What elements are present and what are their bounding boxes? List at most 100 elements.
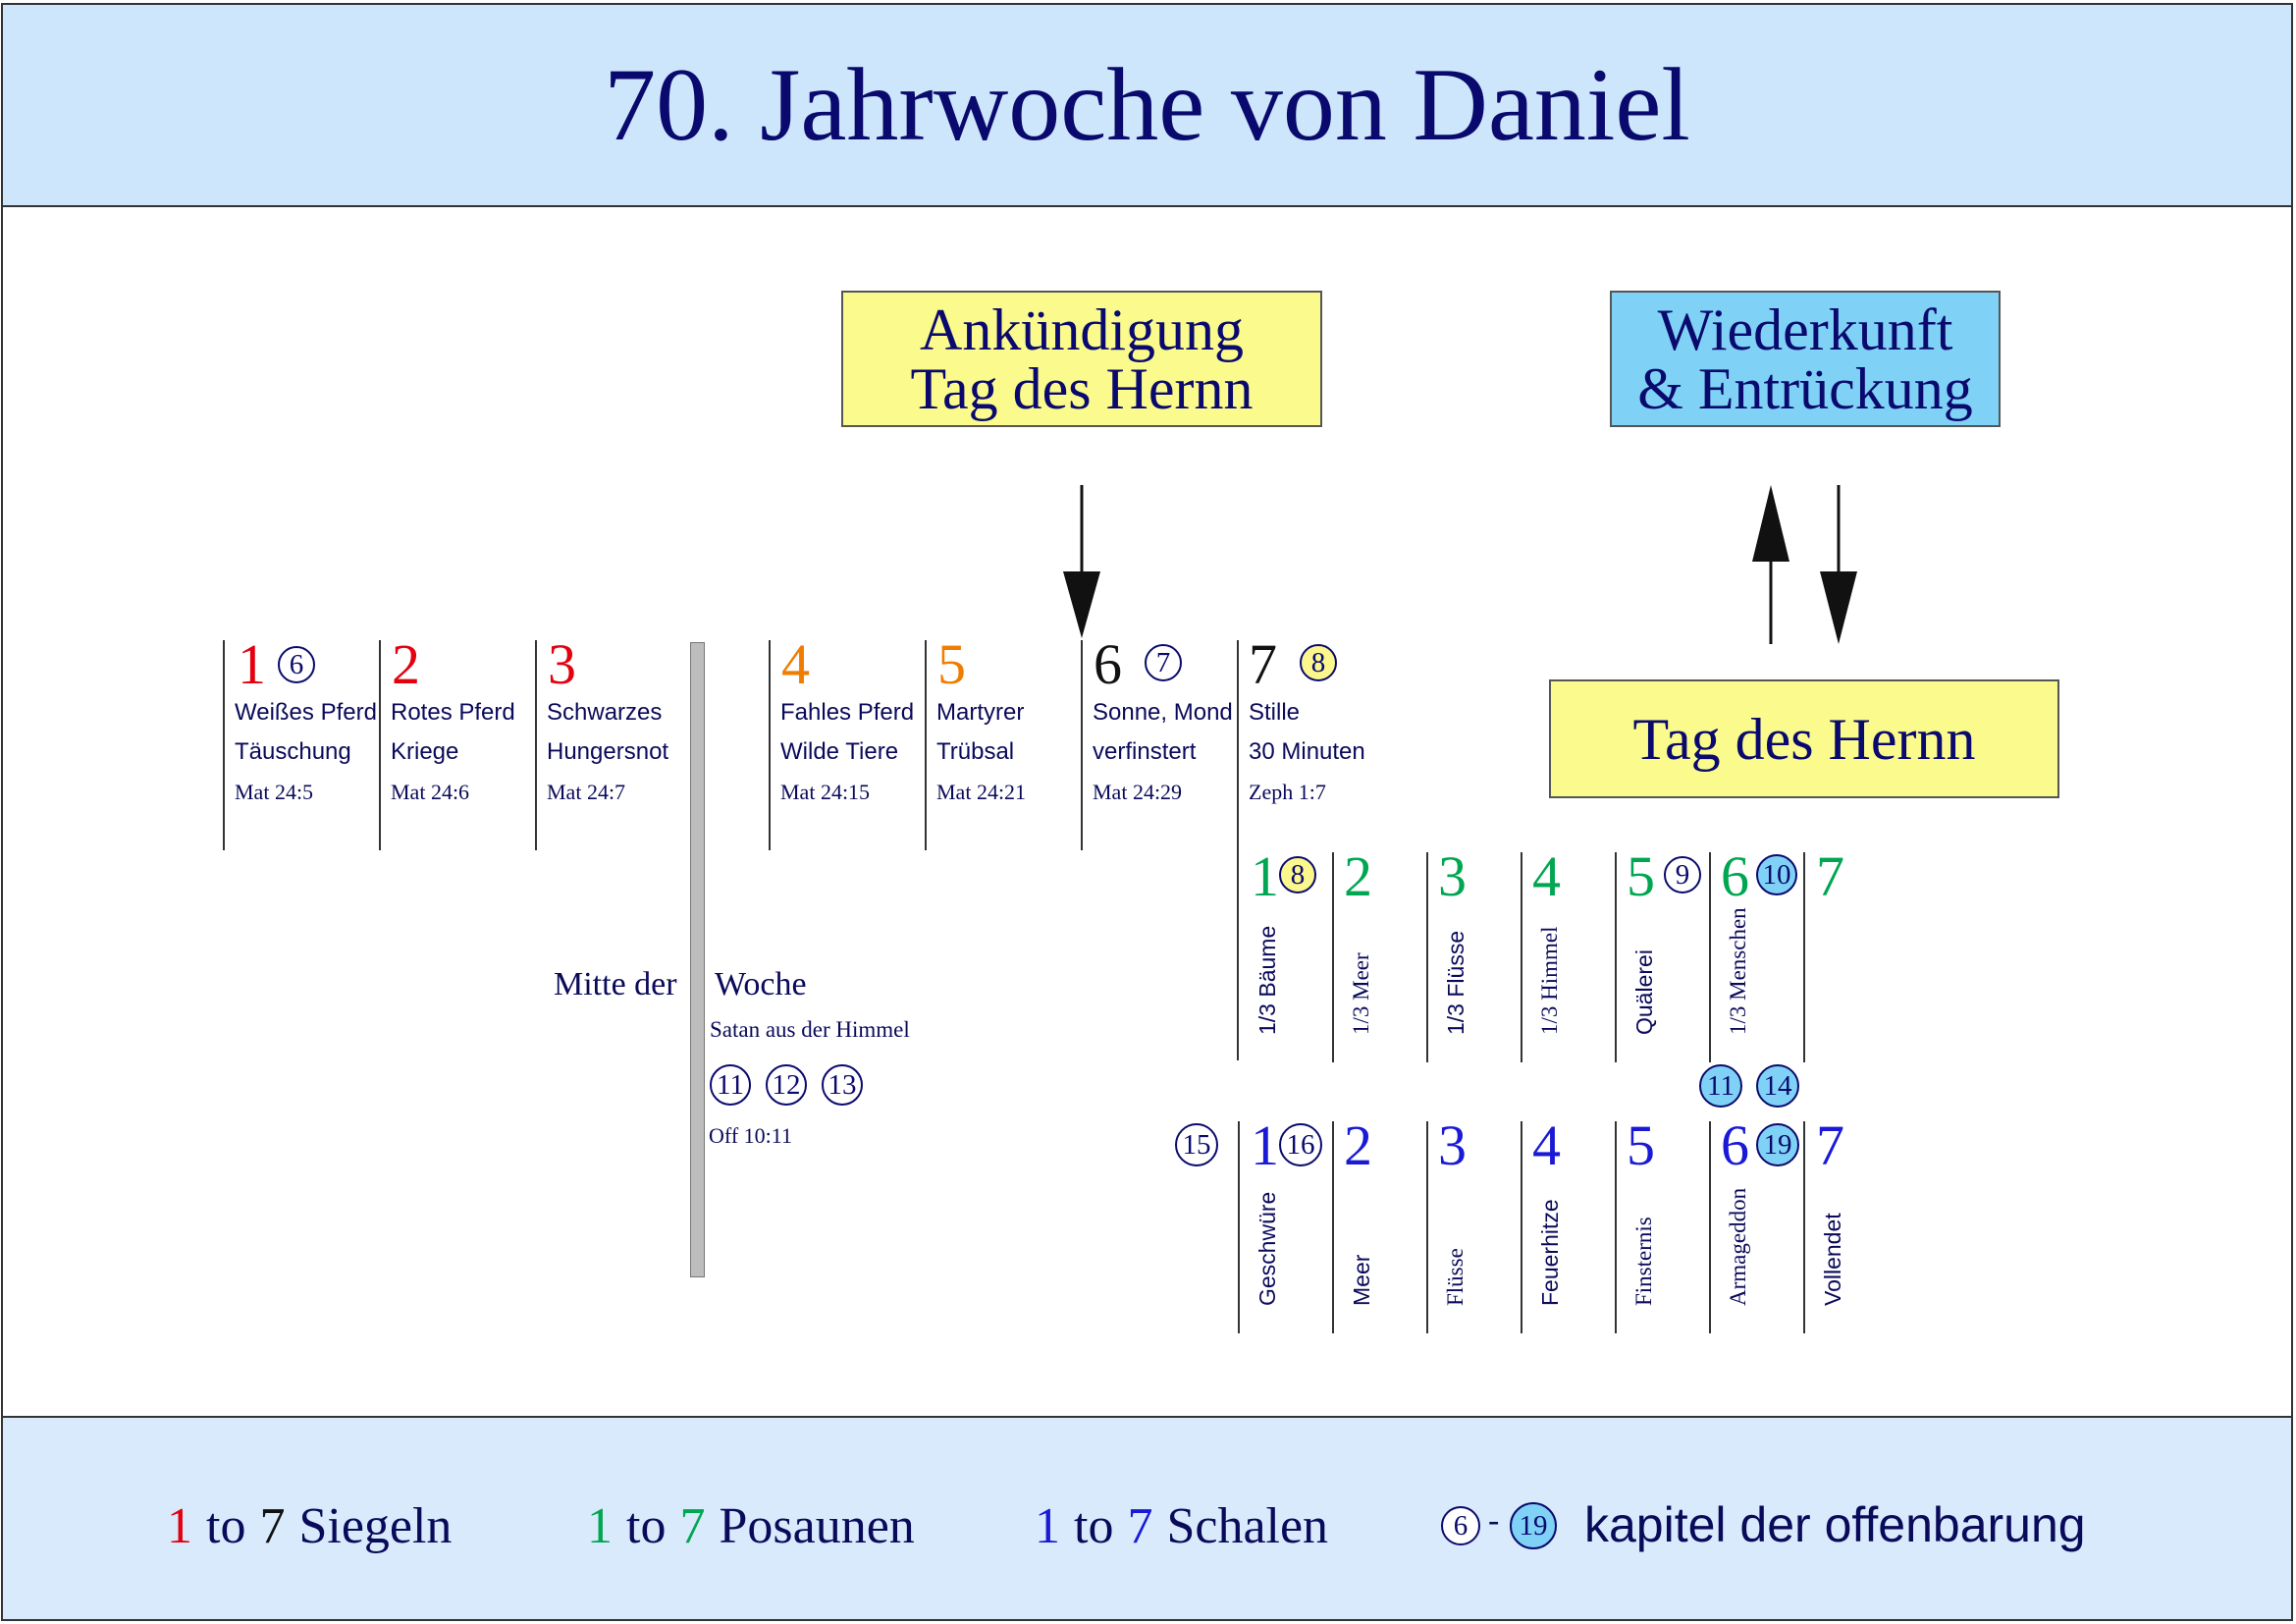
seal-line-7 — [1237, 640, 1239, 1060]
bowl-number-4: 4 — [1532, 1113, 1561, 1177]
legend-siegeln-from: 1 — [167, 1498, 192, 1554]
legend-posaunen-from: 1 — [587, 1498, 613, 1554]
seal-3-line1: Schwarzes — [547, 699, 663, 726]
bowl-4-label: Feuerhitze — [1537, 1199, 1563, 1306]
legend-circle-19: 19 — [1510, 1502, 1557, 1549]
extra-circle-14: 14 — [1756, 1064, 1799, 1108]
seal-6-line1: Sonne, Mond — [1093, 699, 1233, 726]
seal-5-ref: Mat 24:21 — [936, 780, 1027, 804]
seal-line-1 — [223, 640, 225, 850]
chapter-circle-11: 11 — [710, 1064, 751, 1106]
trumpet-1-label: 1/3 Bäume — [1255, 925, 1280, 1035]
seal-2-ref: Mat 24:6 — [391, 780, 470, 804]
bowl-circle-15: 15 — [1175, 1123, 1218, 1166]
legend-posaunen-end: 7 — [679, 1498, 706, 1554]
seal-number-2: 2 — [392, 632, 420, 696]
chapter-circle-13: 13 — [822, 1064, 863, 1106]
seal-5-line1: Martyrer — [936, 699, 1025, 726]
midweek-right-label: Woche — [715, 966, 807, 1002]
trumpet-5-label: Quälerei — [1631, 949, 1657, 1035]
ankuendigung-box: Ankündigung Tag des Hernn — [841, 291, 1322, 427]
trumpet-line-4 — [1521, 852, 1522, 1062]
bowl-2-label: Meer — [1349, 1254, 1374, 1306]
bowl-line-7 — [1803, 1121, 1805, 1333]
seal-number-1: 1 — [238, 632, 266, 696]
seal-number-7: 7 — [1249, 632, 1277, 696]
seal-2-line1: Rotes Pferd — [391, 699, 515, 726]
legend-schalen-to: to — [1074, 1498, 1114, 1554]
bowl-number-2: 2 — [1344, 1113, 1372, 1177]
legend-siegeln-to: to — [206, 1498, 246, 1554]
seal-1-line1: Weißes Pferd — [235, 699, 377, 726]
bowl-7-label: Vollendet — [1820, 1213, 1845, 1306]
arrow-down-ankuendigung — [1063, 485, 1100, 638]
chapter-circle-7: 7 — [1145, 644, 1182, 681]
trumpet-number-4: 4 — [1532, 844, 1561, 908]
seal-number-3: 3 — [548, 632, 576, 696]
ankuendigung-line2: Tag des Hernn — [910, 355, 1254, 421]
trumpet-number-1: 1 — [1251, 844, 1279, 908]
wiederkunft-box: Wiederkunft & Entrückung — [1610, 291, 2001, 427]
legend-dash: - — [1488, 1502, 1500, 1539]
seal-number-5: 5 — [937, 632, 966, 696]
legend-schalen-label: Schalen — [1166, 1498, 1329, 1554]
legend-schalen-from: 1 — [1035, 1498, 1060, 1554]
seal-line-5 — [925, 640, 927, 850]
legend-siegeln-label: Siegeln — [298, 1498, 453, 1554]
seal-line-3 — [535, 640, 537, 850]
chapter-circle-8: 8 — [1300, 644, 1337, 681]
legend-posaunen-label: Posaunen — [719, 1498, 915, 1554]
arrow-up-entrueckung — [1752, 485, 1789, 644]
bowl-number-1: 1 — [1251, 1113, 1279, 1177]
trumpet-4-label: 1/3 Himmel — [1537, 926, 1562, 1035]
seal-2-line2: Kriege — [391, 738, 459, 765]
trumpet-number-7: 7 — [1816, 844, 1844, 908]
bowl-1-label: Geschwüre — [1255, 1191, 1280, 1306]
seal-7-ref: Zeph 1:7 — [1249, 780, 1326, 804]
bowl-number-5: 5 — [1627, 1113, 1655, 1177]
seal-number-6: 6 — [1094, 632, 1122, 696]
ankuendigung-line1: Ankündigung — [920, 297, 1244, 362]
midweek-left-label: Mitte der — [554, 966, 677, 1002]
trumpet-line-5 — [1615, 852, 1617, 1062]
wiederkunft-line2: & Entrückung — [1637, 355, 1973, 421]
seal-1-line2: Täuschung — [235, 738, 351, 765]
trumpet-line-2 — [1332, 852, 1334, 1062]
trumpet-circle-9: 9 — [1664, 856, 1701, 893]
bowl-line-1 — [1238, 1121, 1240, 1333]
bowl-5-label: Finsternis — [1631, 1217, 1656, 1306]
seal-6-line2: verfinstert — [1093, 738, 1197, 765]
trumpet-circle-10: 10 — [1756, 854, 1797, 895]
legend-schalen-end: 7 — [1127, 1498, 1153, 1554]
trumpet-number-6: 6 — [1721, 844, 1749, 908]
arrow-down-wiederkunft — [1820, 485, 1857, 644]
seal-line-2 — [379, 640, 381, 850]
trumpet-6-label: 1/3 Menschen — [1726, 907, 1750, 1035]
legend-posaunen-to: to — [626, 1498, 667, 1554]
legend-circle-6: 6 — [1441, 1506, 1480, 1545]
bowl-line-5 — [1615, 1121, 1617, 1333]
trumpet-line-3 — [1426, 852, 1428, 1062]
bowl-line-2 — [1332, 1121, 1334, 1333]
seal-7-line1: Stille — [1249, 699, 1301, 726]
chapter-circle-6: 6 — [278, 646, 315, 683]
wiederkunft-line1: Wiederkunft — [1657, 297, 1953, 362]
seal-1-ref: Mat 24:5 — [235, 780, 314, 804]
legend-kapitel-label: kapitel der offenbarung — [1584, 1497, 2086, 1552]
bowl-number-3: 3 — [1438, 1113, 1467, 1177]
seal-4-ref: Mat 24:15 — [780, 780, 871, 804]
midweek-subtitle: Satan aus der Himmel — [710, 1017, 910, 1042]
midweek-ref: Off 10:11 — [709, 1123, 792, 1148]
bowl-circle-19: 19 — [1756, 1123, 1799, 1166]
bowl-circle-16: 16 — [1279, 1123, 1322, 1166]
page-title: 70. Jahrwoche von Daniel — [604, 47, 1690, 162]
tag-des-hernn-label: Tag des Hernn — [1632, 706, 1976, 772]
seal-line-4 — [769, 640, 771, 850]
tag-des-hernn-box: Tag des Hernn — [1549, 679, 2059, 798]
legend-footer — [1, 1416, 2293, 1621]
bowl-line-3 — [1426, 1121, 1428, 1333]
trumpet-2-label: 1/3 Meer — [1349, 952, 1373, 1035]
